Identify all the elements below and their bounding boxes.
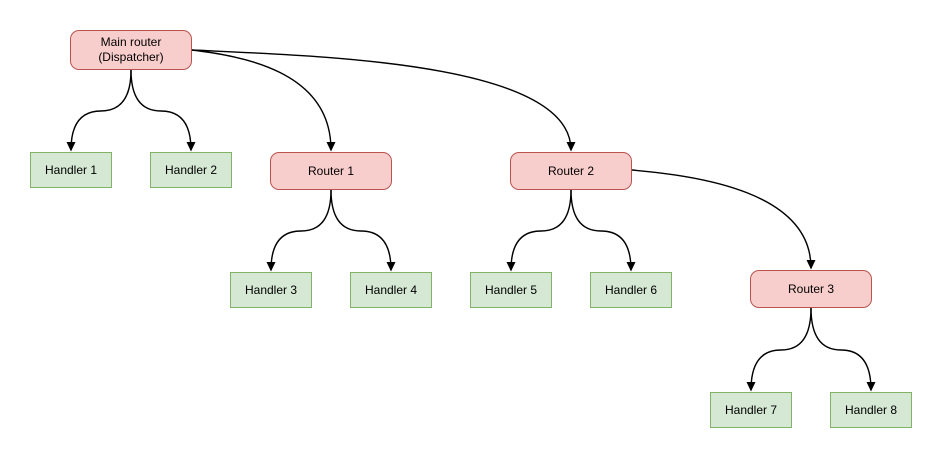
edge-main-router-to-handler-2	[130, 69, 196, 152]
node-handler-8[interactable]: Handler 8	[830, 392, 912, 428]
node-router-3[interactable]: Router 3	[750, 270, 872, 308]
edge-router-2-to-handler-6	[570, 189, 636, 272]
node-handler-4[interactable]: Handler 4	[350, 272, 432, 308]
node-handler-7[interactable]: Handler 7	[710, 392, 792, 428]
edge-router-3-to-handler-7	[746, 307, 812, 392]
node-router-2[interactable]: Router 2	[510, 152, 632, 190]
edge-router-2-to-router-3	[631, 169, 816, 270]
edge-main-router-to-router-1	[191, 49, 336, 152]
node-handler-5[interactable]: Handler 5	[470, 272, 552, 308]
node-handler-6[interactable]: Handler 6	[590, 272, 672, 308]
node-handler-1[interactable]: Handler 1	[30, 152, 112, 188]
node-handler-2[interactable]: Handler 2	[150, 152, 232, 188]
edge-router-1-to-handler-4	[330, 189, 396, 272]
node-label: Main router	[100, 35, 162, 49]
edge-router-3-to-handler-8	[810, 307, 876, 392]
edge-main-router-to-router-2	[191, 49, 576, 152]
node-handler-3[interactable]: Handler 3	[230, 272, 312, 308]
edge-main-router-to-handler-1	[66, 69, 132, 152]
node-router-1[interactable]: Router 1	[270, 152, 392, 190]
node-main-router-dispatcher[interactable]: Main router (Dispatcher)	[70, 30, 192, 70]
node-label: (Dispatcher)	[98, 50, 164, 64]
edge-router-1-to-handler-3	[266, 189, 332, 272]
edge-router-2-to-handler-5	[506, 189, 572, 272]
